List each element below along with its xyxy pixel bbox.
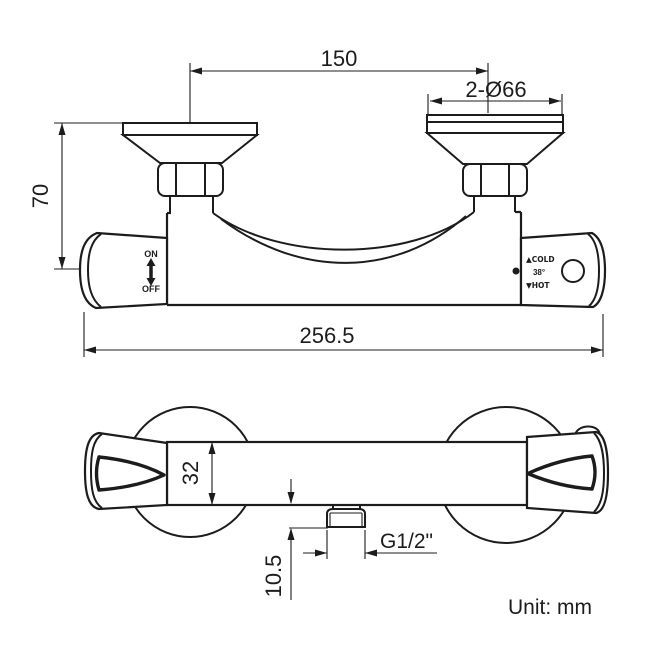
arrowhead <box>84 346 96 354</box>
arrowhead <box>190 67 202 75</box>
on-label: ON <box>144 249 158 259</box>
dim-label-2d66: 2-Ø66 <box>465 77 526 102</box>
arrowhead <box>208 493 216 505</box>
left-mount <box>120 122 260 213</box>
dim-body-diameter: 32 <box>178 442 216 505</box>
dim-label-70: 70 <box>28 184 53 208</box>
right-mount <box>424 114 566 212</box>
bar-body <box>165 440 529 507</box>
grip-groove <box>94 455 166 492</box>
handle-cap-rim <box>587 233 601 307</box>
dim-escutcheon-diameter: 2-Ø66 <box>427 77 563 114</box>
outlet-stub <box>326 505 366 528</box>
saddle-curve <box>212 211 475 251</box>
up-arrow-icon <box>146 258 156 266</box>
arrowhead <box>208 442 216 454</box>
temp-label: 38° <box>533 268 545 277</box>
dim-overall-length: 256.5 <box>83 312 604 357</box>
valve-body <box>165 210 523 307</box>
handle-cap-rim <box>86 233 102 308</box>
cold-label: ▲COLD <box>526 255 555 264</box>
arrowhead <box>315 549 327 557</box>
left-flange <box>122 122 258 136</box>
onoff-handle-outline <box>78 231 169 310</box>
arrowhead <box>365 549 377 557</box>
arrowhead <box>58 123 66 135</box>
onoff-handle: ON OFF <box>78 231 169 310</box>
cap-rim <box>89 433 103 509</box>
grip-groove <box>527 454 597 491</box>
dim-label-g12: G1/2" <box>380 530 433 553</box>
bottom-view: 32 10.5 G1/2" <box>83 406 610 600</box>
dim-wall-offset: 70 <box>28 122 122 270</box>
index-dot <box>512 267 520 275</box>
dim-outlet-projection: 10.5 <box>261 479 328 600</box>
dim-label-105: 10.5 <box>261 555 286 598</box>
cap-rim <box>593 432 606 513</box>
hot-label: ▼HOT <box>526 281 550 290</box>
right-cone-handle <box>525 425 610 515</box>
saddle-curve <box>220 215 467 264</box>
dim-label-150: 150 <box>321 46 358 71</box>
right-flange <box>426 114 564 134</box>
unit-note: Unit: mm <box>508 596 592 619</box>
left-cone-handle <box>83 431 169 511</box>
arrowhead <box>476 67 488 75</box>
off-label: OFF <box>142 284 160 294</box>
front-view: 150 2-Ø66 70 <box>28 46 607 357</box>
thermostat-handle: ▲COLD 38° ▼HOT <box>512 231 607 309</box>
stub-collar <box>326 508 366 528</box>
dim-inlet-spacing: 150 <box>189 46 489 122</box>
left-cone <box>120 134 260 164</box>
dim-label-2565: 256.5 <box>299 323 354 348</box>
arrowhead <box>591 346 603 354</box>
right-hex-nut <box>462 163 528 197</box>
down-arrow-icon <box>146 278 156 286</box>
override-button <box>561 259 585 283</box>
dim-outlet-thread: G1/2" <box>303 530 437 559</box>
arrowhead <box>58 257 66 269</box>
left-hex-nut <box>157 162 224 197</box>
arrowhead <box>287 492 295 504</box>
arrowhead <box>549 97 561 105</box>
arrowhead <box>430 97 442 105</box>
right-cone-outline <box>525 430 610 515</box>
right-cone <box>424 132 566 165</box>
dim-label-32: 32 <box>178 461 203 485</box>
